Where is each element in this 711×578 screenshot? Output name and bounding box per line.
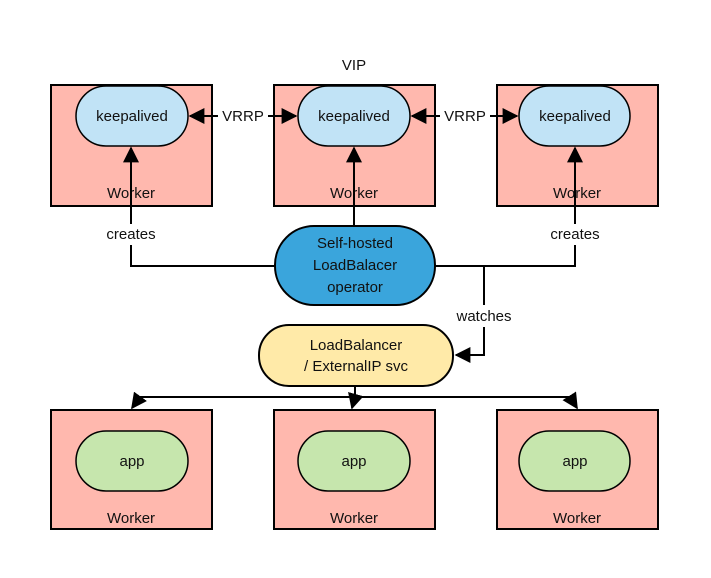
app-pill[interactable] <box>75 430 189 492</box>
watches-connector: watches <box>454 266 512 363</box>
bottom-worker-2[interactable]: app Worker <box>273 409 436 530</box>
worker-label: Worker <box>553 185 601 202</box>
bottom-worker-3[interactable]: app Worker <box>496 409 659 530</box>
vrrp-label: VRRP <box>444 108 486 125</box>
service-node[interactable]: LoadBalancer / ExternalIP svc <box>258 324 454 387</box>
arrow-line <box>454 327 485 363</box>
watches-label: watches <box>455 308 511 325</box>
creates-label-right: creates <box>550 226 599 243</box>
operator-pill[interactable] <box>274 225 436 306</box>
vip-label: VIP <box>342 57 366 74</box>
keepalived-pill[interactable] <box>75 85 189 147</box>
app-pill[interactable] <box>518 430 631 492</box>
service-line-2: / ExternalIP svc <box>304 358 408 375</box>
keepalived-pill[interactable] <box>297 85 411 147</box>
operator-line-1: Self-hosted <box>317 235 393 252</box>
vrrp-label: VRRP <box>222 108 264 125</box>
vrrp-link-1: VRRP <box>188 108 298 125</box>
connector-left <box>130 245 275 267</box>
arrow-left <box>131 391 147 410</box>
keepalived-pill[interactable] <box>518 85 631 147</box>
creates-connectors: creates creates <box>106 146 600 267</box>
operator-line-3: operator <box>327 279 383 296</box>
distribution-bus <box>131 386 578 410</box>
arrow-right <box>562 391 578 410</box>
keepalived-label: keepalived <box>539 108 611 125</box>
connector-right <box>435 245 576 267</box>
bottom-worker-1[interactable]: app Worker <box>50 409 213 530</box>
app-label: app <box>562 453 587 470</box>
keepalived-label: keepalived <box>318 108 390 125</box>
app-label: app <box>119 453 144 470</box>
keepalived-label: keepalived <box>96 108 168 125</box>
arrow-center <box>348 392 364 410</box>
app-label: app <box>341 453 366 470</box>
top-worker-3[interactable]: keepalived Worker <box>496 84 659 207</box>
worker-label: Worker <box>553 510 601 527</box>
operator-line-2: LoadBalacer <box>313 257 397 274</box>
service-pill[interactable] <box>258 324 454 387</box>
vrrp-link-2: VRRP <box>410 108 519 125</box>
worker-label: Worker <box>330 510 378 527</box>
service-line-1: LoadBalancer <box>310 337 403 354</box>
creates-label-left: creates <box>106 226 155 243</box>
operator-node[interactable]: Self-hosted LoadBalacer operator <box>274 225 436 306</box>
worker-label: Worker <box>107 510 155 527</box>
app-pill[interactable] <box>297 430 411 492</box>
